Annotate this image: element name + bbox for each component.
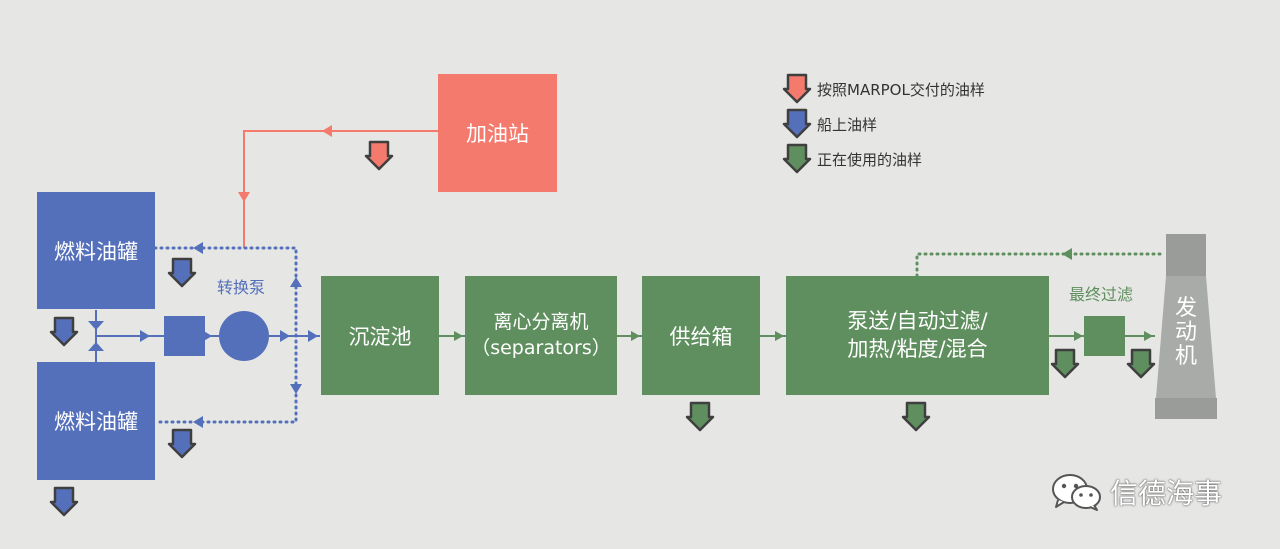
sample-arrow-green-icon xyxy=(1050,348,1080,379)
engine-shape xyxy=(1155,234,1217,419)
final-filter-box xyxy=(1084,316,1125,356)
engine-return-arrow-icon xyxy=(1062,248,1072,260)
fuel-tank-top: 燃料油罐 xyxy=(37,192,155,309)
watermark-text: 信德海事 xyxy=(1110,477,1223,510)
separator-label-line1: 离心分离机 xyxy=(493,310,589,333)
sample-arrow-green-icon xyxy=(901,401,931,432)
valve-top-icon xyxy=(88,321,104,330)
legend-label-marpol: 按照MARPOL交付的油样 xyxy=(817,81,985,99)
sample-arrow-blue-icon xyxy=(167,428,197,459)
return-arrow-bottom-icon xyxy=(193,416,203,428)
settling-tank: 沉淀池 xyxy=(321,276,439,395)
settling-tank-label: 沉淀池 xyxy=(348,324,412,349)
process-line xyxy=(439,248,1167,341)
bunker-arrow-left-icon xyxy=(322,125,332,137)
bunker-arrow-down-icon xyxy=(238,192,250,202)
sample-arrow-red-icon xyxy=(782,73,812,104)
fuel-tank-bottom: 燃料油罐 xyxy=(37,362,155,480)
wechat-icon xyxy=(1052,474,1101,511)
process-label-line2: 加热/粘度/混合 xyxy=(847,336,988,361)
sample-arrow-green-icon xyxy=(782,143,812,174)
sample-arrow-blue-icon xyxy=(49,486,79,517)
sample-arrow-green-icon xyxy=(1126,348,1156,379)
process-label-line1: 泵送/自动过滤/ xyxy=(847,309,988,334)
return-arrow-top-icon xyxy=(193,242,203,254)
fuel-tank-top-label: 燃料油罐 xyxy=(54,239,138,264)
engine-label: 发动机 xyxy=(1174,295,1197,370)
strainer-box xyxy=(164,316,205,356)
separator-label-line2: （separators） xyxy=(471,336,611,359)
bunker-station-label: 加油站 xyxy=(466,122,529,146)
fuel-tank-bottom-label: 燃料油罐 xyxy=(54,410,138,434)
valve-bottom-icon xyxy=(88,342,104,351)
sample-arrow-blue-icon xyxy=(167,257,197,288)
watermark: 信德海事 xyxy=(1050,472,1222,512)
sample-arrow-blue-icon xyxy=(782,108,812,139)
tank-supply-line xyxy=(88,310,320,362)
bunker-station: 加油站 xyxy=(438,74,557,192)
legend-label-onboard: 船上油样 xyxy=(817,116,878,134)
legend-label-in-use: 正在使用的油样 xyxy=(817,151,923,169)
sample-arrow-red-icon xyxy=(364,140,394,171)
bunker-supply-line xyxy=(238,125,438,248)
return-arrow-up-icon xyxy=(290,277,302,287)
service-tank-label: 供给箱 xyxy=(669,324,733,349)
process-unit: 泵送/自动过滤/ 加热/粘度/混合 xyxy=(786,276,1049,395)
return-arrow-down-icon xyxy=(290,384,302,394)
separator: 离心分离机 （separators） xyxy=(465,276,617,395)
service-tank: 供给箱 xyxy=(642,276,760,395)
final-filter-label: 最终过滤 xyxy=(1069,285,1134,304)
transfer-pump-label: 转换泵 xyxy=(217,278,266,297)
sample-arrow-blue-icon xyxy=(49,316,79,347)
sample-arrow-green-icon xyxy=(685,401,715,432)
engine: 发动机 xyxy=(1166,288,1206,378)
transfer-pump-circle xyxy=(219,311,269,361)
